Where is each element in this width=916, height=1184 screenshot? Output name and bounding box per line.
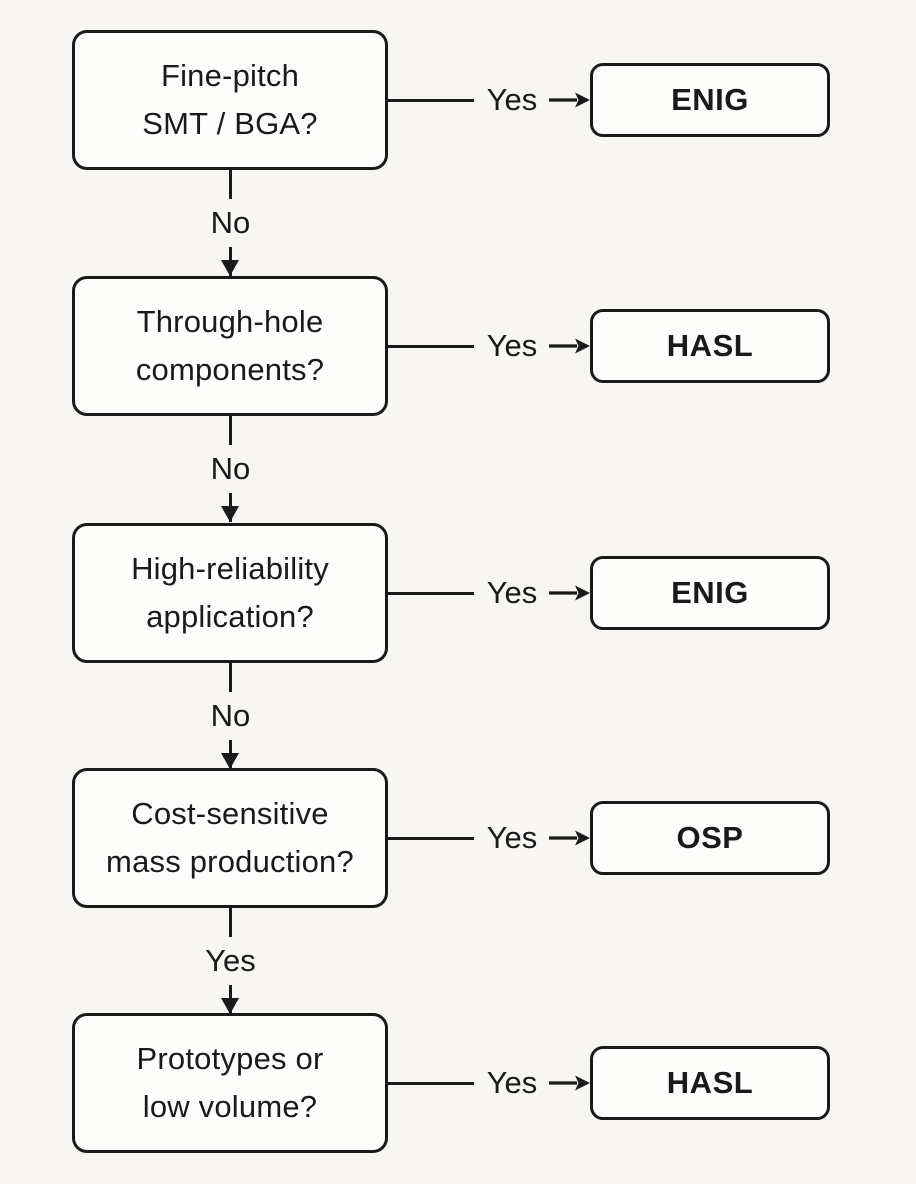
result-label: ENIG bbox=[671, 82, 749, 117]
arrow-down-icon bbox=[221, 260, 239, 276]
branch-label-down: Yes bbox=[170, 937, 291, 985]
arrow-right-icon bbox=[549, 1071, 591, 1095]
arrow-right-icon bbox=[549, 581, 591, 605]
question-text: Through-hole components? bbox=[135, 304, 325, 387]
question-box-fine-pitch: Fine-pitch SMT / BGA? bbox=[72, 30, 388, 170]
arrow-right-icon bbox=[549, 826, 591, 850]
question-box-high-reliability: High-reliability application? bbox=[72, 523, 388, 663]
result-box: HASL bbox=[590, 309, 830, 383]
result-box: HASL bbox=[590, 1046, 830, 1120]
result-label: HASL bbox=[666, 328, 754, 363]
result-box: ENIG bbox=[590, 63, 830, 137]
question-box-prototypes: Prototypes or low volume? bbox=[72, 1013, 388, 1153]
arrow-down-icon bbox=[221, 506, 239, 522]
result-label: HASL bbox=[666, 1065, 754, 1100]
branch-line bbox=[386, 836, 474, 840]
result-label: ENIG bbox=[671, 575, 749, 610]
branch-label-yes: Yes bbox=[486, 1065, 538, 1100]
arrow-down-icon bbox=[221, 998, 239, 1014]
question-text: Fine-pitch SMT / BGA? bbox=[142, 58, 318, 141]
question-box-through-hole: Through-hole components? bbox=[72, 276, 388, 416]
question-text: Prototypes or low volume? bbox=[136, 1041, 324, 1124]
question-text: High-reliability application? bbox=[131, 551, 329, 634]
branch-label-yes: Yes bbox=[486, 820, 538, 855]
branch-label-yes: Yes bbox=[486, 82, 538, 117]
branch-label-down: No bbox=[170, 445, 291, 493]
result-box: OSP bbox=[590, 801, 830, 875]
branch-label-down: No bbox=[170, 692, 291, 740]
branch-line bbox=[386, 1081, 474, 1085]
question-text: Cost-sensitive mass production? bbox=[106, 796, 354, 879]
question-box-cost-sensitive: Cost-sensitive mass production? bbox=[72, 768, 388, 908]
branch-line bbox=[386, 344, 474, 348]
arrow-down-icon bbox=[221, 753, 239, 769]
arrow-right-icon bbox=[549, 88, 591, 112]
branch-line bbox=[386, 591, 474, 595]
branch-line bbox=[386, 98, 474, 102]
result-box: ENIG bbox=[590, 556, 830, 630]
branch-label-down: No bbox=[170, 199, 291, 247]
branch-label-yes: Yes bbox=[486, 328, 538, 363]
result-label: OSP bbox=[676, 820, 744, 855]
arrow-right-icon bbox=[549, 334, 591, 358]
branch-label-yes: Yes bbox=[486, 575, 538, 610]
